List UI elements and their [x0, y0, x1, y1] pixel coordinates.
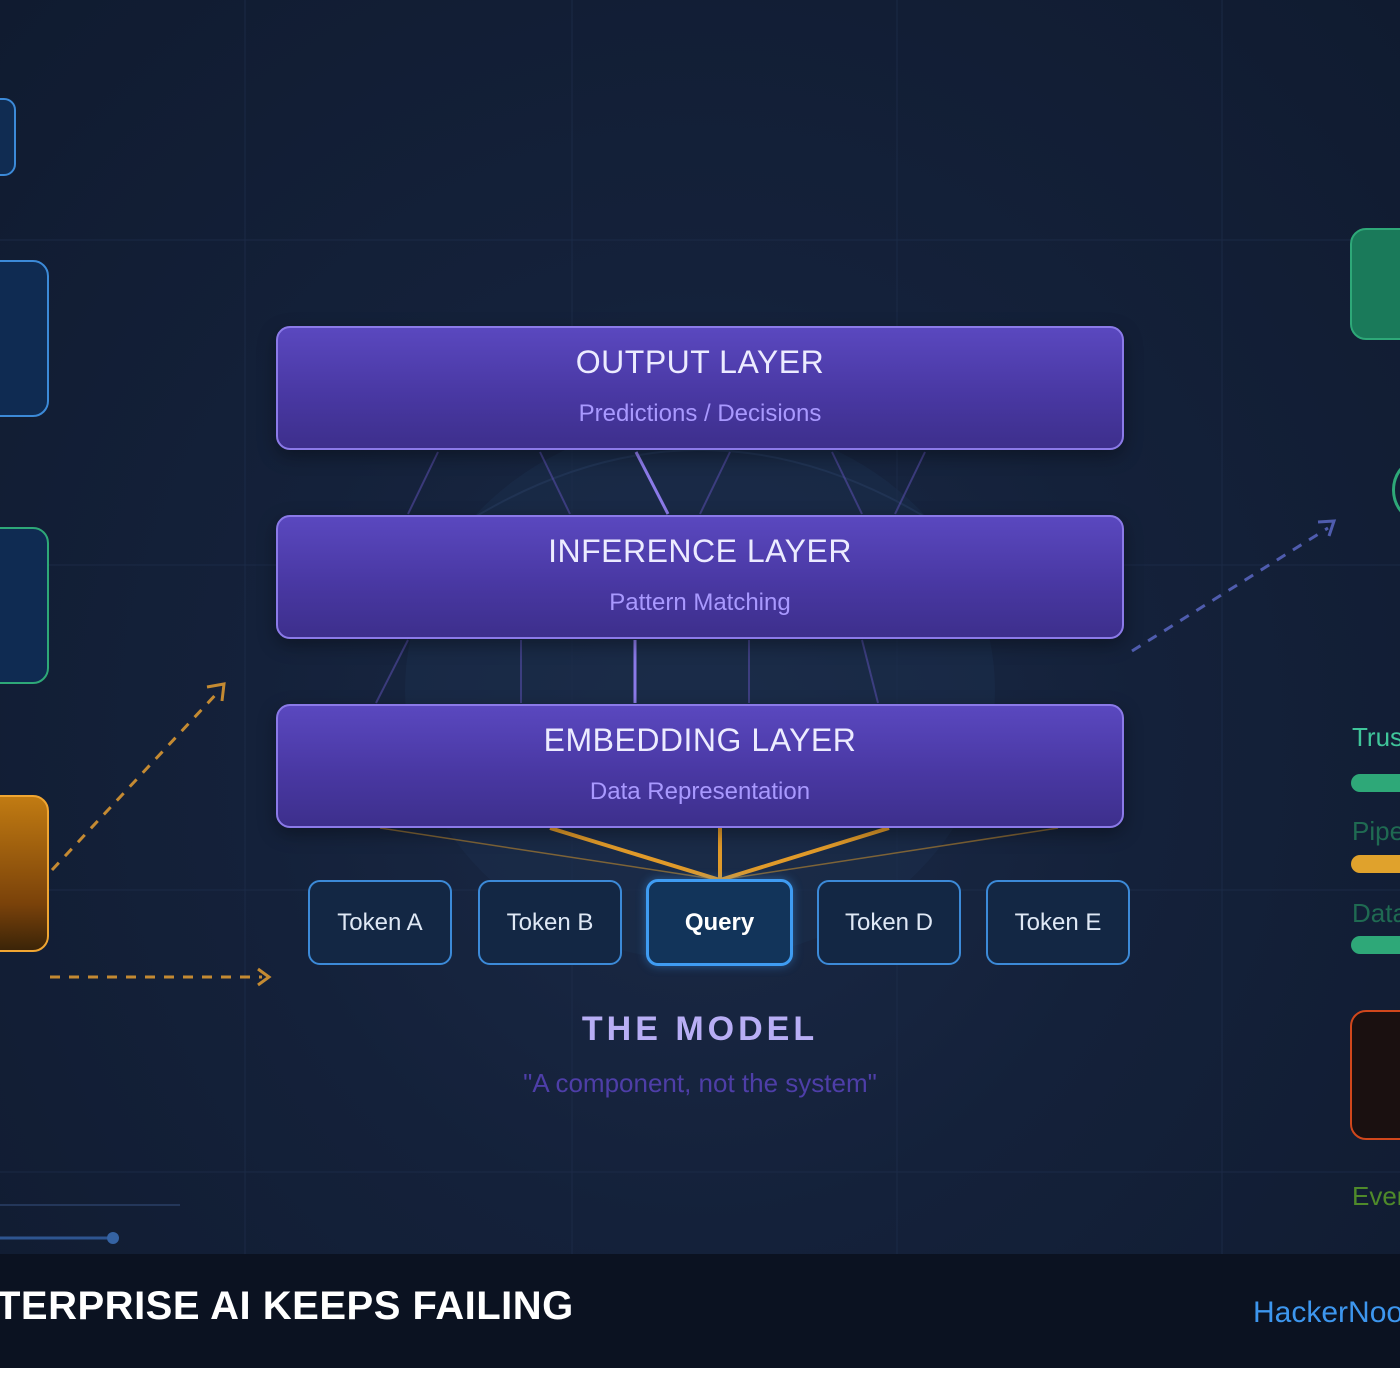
output-layer: OUTPUT LAYER Predictions / Decisions	[276, 326, 1124, 450]
inference-layer: INFERENCE LAYER Pattern Matching	[276, 515, 1124, 639]
arrowhead-left-up	[206, 682, 226, 702]
right-label-every: Ever	[1352, 1181, 1400, 1211]
connector-lines	[0, 451, 1337, 1244]
right-card-green	[1350, 228, 1400, 340]
left-card-green	[0, 527, 49, 684]
right-card-dark-red	[1350, 1010, 1400, 1140]
right-bar-orange	[1351, 855, 1400, 873]
output-inference-link	[634, 451, 670, 515]
right-label-data: Data	[1352, 898, 1400, 928]
embedding-layer: EMBEDDING LAYER Data Representation	[276, 704, 1124, 828]
output-layer-title: OUTPUT LAYER	[575, 344, 825, 380]
embedding-layer-title: EMBEDDING LAYER	[543, 722, 857, 758]
right-bar-green-2	[1351, 936, 1400, 954]
token-a: Token A	[308, 880, 452, 965]
footer-title: TERPRISE AI KEEPS FAILING	[0, 1284, 574, 1328]
right-label-trust: Trus	[1352, 722, 1400, 752]
footer-brand: HackerNoo	[1253, 1296, 1400, 1329]
diagram-canvas: Trus Pipe Data Ever OUTPUT LAYER Predict…	[0, 0, 1400, 1368]
left-card-blue	[0, 260, 49, 417]
timeline-dot	[107, 1232, 119, 1244]
left-card-top	[0, 98, 16, 176]
left-card-orange	[0, 795, 49, 952]
token-query: Query	[646, 879, 793, 966]
token-d: Token D	[817, 880, 961, 965]
arrowhead-right-up	[1317, 519, 1337, 537]
token-b: Token B	[478, 880, 622, 965]
model-subtitle: "A component, not the system"	[523, 1068, 877, 1098]
right-label-pipeline: Pipe	[1352, 816, 1400, 846]
model-title: THE MODEL	[581, 1010, 819, 1048]
embedding-layer-subtitle: Data Representation	[589, 778, 811, 805]
output-layer-subtitle: Predictions / Decisions	[578, 400, 822, 427]
inference-layer-title: INFERENCE LAYER	[548, 533, 852, 569]
right-bar-green-1	[1351, 774, 1400, 792]
inference-layer-subtitle: Pattern Matching	[609, 589, 791, 616]
footer-bar: TERPRISE AI KEEPS FAILING HackerNoo	[0, 1254, 1400, 1368]
arrowhead-left-right	[257, 967, 272, 987]
token-e: Token E	[986, 880, 1130, 965]
